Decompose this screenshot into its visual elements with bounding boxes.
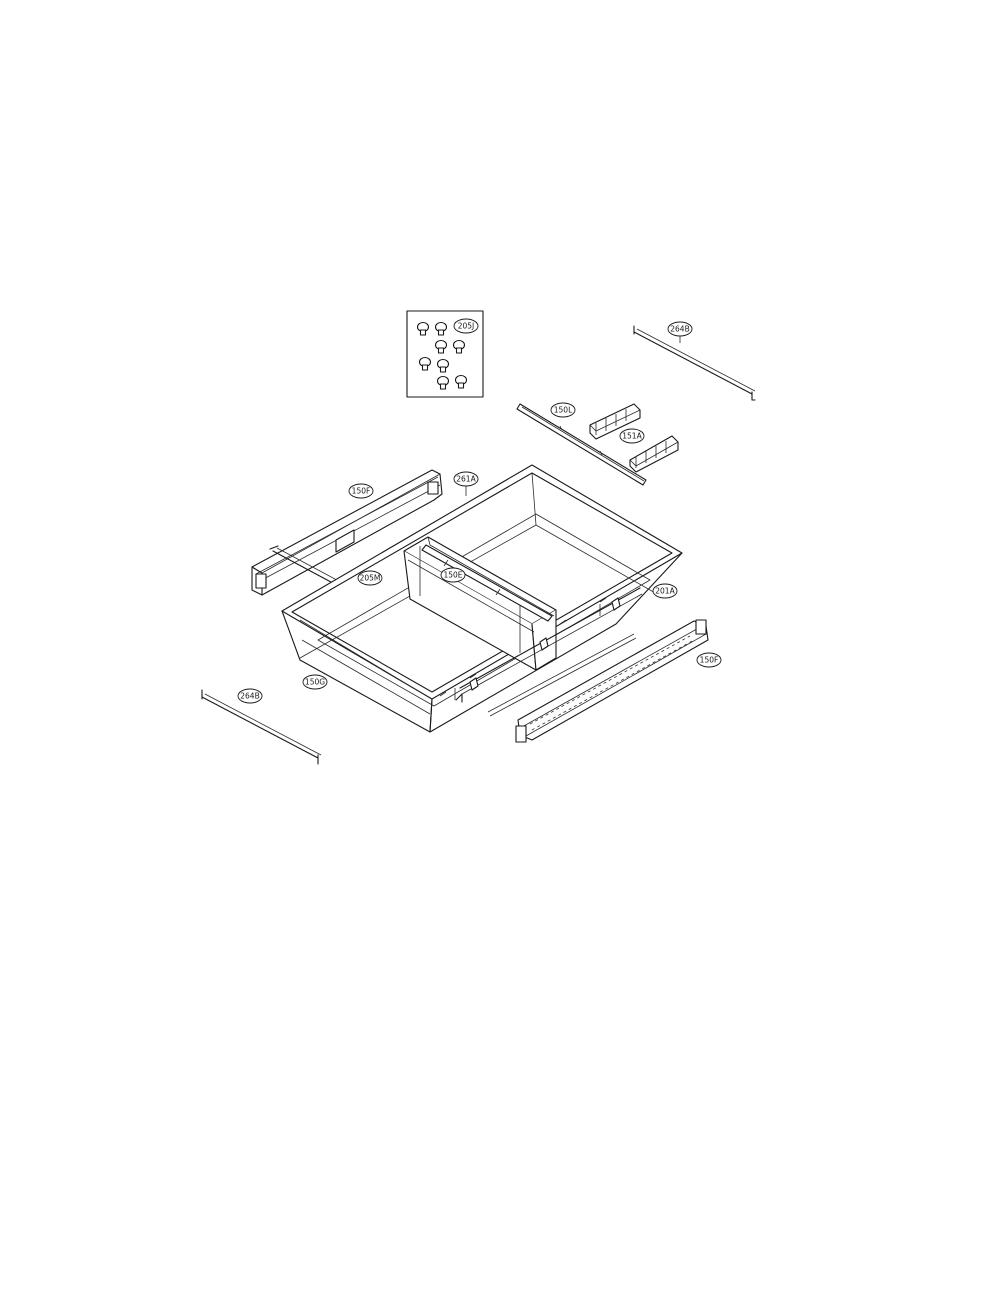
- cap-plug: [434, 321, 448, 336]
- slide-rail-right: [515, 619, 709, 743]
- slide-rail-center: [516, 403, 647, 486]
- inner-bar: [421, 544, 553, 622]
- cap-plug: [436, 375, 450, 390]
- callout-264b-bottom: 264B: [237, 688, 263, 704]
- callout-150l: 150L: [550, 402, 576, 418]
- slide-rail-left: [251, 469, 443, 596]
- callout-150e: 150E: [440, 567, 466, 583]
- callout-150f-right: 150F: [696, 652, 722, 668]
- callout-label-264b-bottom: 264B: [240, 692, 259, 701]
- cap-kit-group: [406, 310, 484, 398]
- callout-label-151a: 151A: [622, 432, 642, 441]
- long-rod: [487, 633, 637, 717]
- callout-150g: 150G: [302, 674, 328, 690]
- callout-201a: 201A: [652, 583, 678, 599]
- cap-plug: [454, 374, 468, 389]
- callout-205j: 205J: [453, 318, 479, 334]
- cap-plug: [434, 339, 448, 354]
- callout-label-201a: 201A: [655, 587, 675, 596]
- callout-label-261a-top: 261A: [456, 475, 476, 484]
- callout-label-150e: 150E: [443, 571, 462, 580]
- cap-plug: [416, 321, 430, 336]
- callout-151a: 151A: [619, 428, 645, 444]
- callout-label-205j: 205J: [458, 322, 475, 331]
- callout-261a-top: 261A: [453, 471, 479, 496]
- cap-kit-box: [406, 310, 484, 398]
- side-rail-right: [455, 587, 643, 703]
- callout-264b-top: 264B: [667, 321, 693, 343]
- callout-label-150f-right: 150F: [700, 656, 719, 665]
- rod-bottom-left: [201, 689, 322, 765]
- cap-plugs: [416, 321, 468, 390]
- rod-top-right: [633, 325, 756, 401]
- cap-plug: [436, 358, 450, 373]
- cap-plug: [452, 339, 466, 354]
- callout-label-150g: 150G: [305, 678, 325, 687]
- callout-label-264b-top: 264B: [670, 325, 689, 334]
- callout-label-150f-left: 150F: [352, 487, 371, 496]
- bracket-upper: [589, 403, 641, 440]
- callout-150f-left: 150F: [348, 483, 374, 499]
- cap-plug: [418, 356, 432, 371]
- callout-label-150l: 150L: [554, 406, 573, 415]
- bracket-lower: [629, 435, 679, 473]
- callout-label-205m: 205M: [360, 574, 381, 583]
- callout-205m: 205M: [357, 570, 383, 586]
